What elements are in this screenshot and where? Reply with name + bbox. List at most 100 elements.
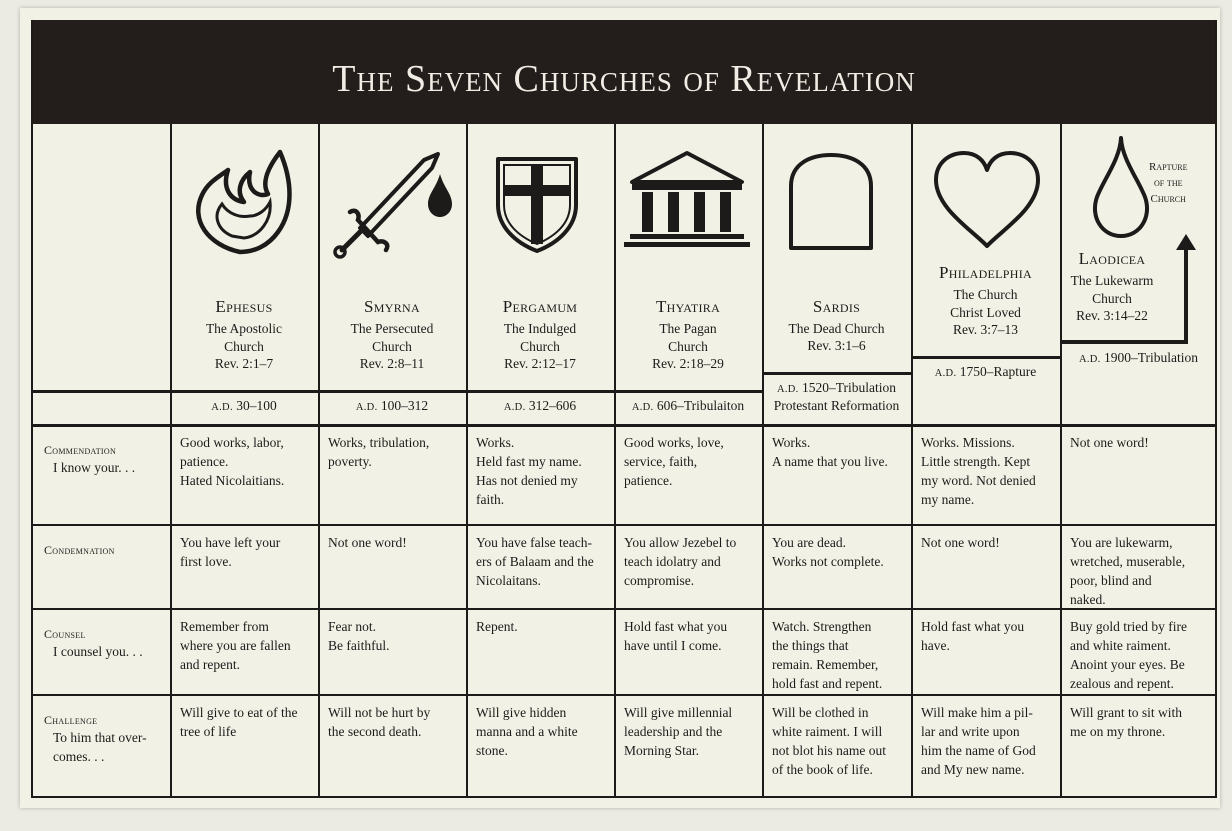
era-abbrev: A.D. [776, 384, 799, 395]
cell-line: white raiment. I will [772, 723, 883, 739]
cell-line: not blot his name out [772, 742, 886, 758]
cell-line: poor, blind and [1070, 572, 1152, 588]
cell-line: Anoint your eyes. Be [1070, 656, 1185, 672]
church-description: Christ Loved [950, 304, 1021, 320]
cell-line: Good works, love, [624, 435, 724, 450]
date-line: A.D. 312–606 [466, 397, 614, 415]
cell-line: stone. [476, 742, 508, 758]
rapture-label: Rapture of the Church [1149, 161, 1188, 205]
cell-line: Morning Star. [624, 742, 700, 758]
table-cell: Not one word! [921, 534, 1056, 553]
cell-line: patience. [180, 453, 229, 469]
cell-line: first love. [180, 553, 232, 569]
cell-line: my name. [921, 491, 975, 507]
cell-line: You have left your [180, 535, 281, 550]
table-border-bottom [31, 796, 1217, 798]
date-text: 100–312 [380, 398, 429, 413]
column-divider [911, 124, 913, 798]
flame-icon [196, 149, 292, 255]
up-arrow-icon [1062, 234, 1196, 344]
cell-line: Not one word! [1070, 435, 1149, 450]
era-abbrev: A.D. [1078, 354, 1101, 365]
date-row-divider [31, 424, 1217, 427]
church-date-range: A.D. 606–Tribulaiton [614, 397, 762, 415]
church-name: Philadelphia [938, 263, 1033, 282]
table-cell: You are lukewarm,wretched, muserable,poo… [1070, 534, 1213, 610]
church-date-range: A.D. 30–100 [170, 397, 318, 415]
date-text: 1520–Tribulation [801, 380, 896, 395]
scripture-reference: Rev. 3:1–6 [807, 338, 866, 354]
cell-line: Will give to eat of the [180, 705, 298, 720]
cell-line: ers of Balaam and the [476, 553, 594, 569]
table-cell: Good works, love,service, faith,patience… [624, 434, 758, 491]
cell-line: You have false teach- [476, 535, 592, 550]
cell-line: Will make him a pil- [921, 705, 1033, 720]
era-abbrev: A.D. [631, 402, 654, 413]
date-line: A.D. 100–312 [318, 397, 466, 415]
cell-line: Works not complete. [772, 553, 884, 569]
header-divider [31, 390, 172, 393]
cell-line: Hold fast what you [921, 619, 1025, 634]
row-title: Commendation [44, 443, 117, 457]
cell-line: You are dead. [772, 535, 846, 550]
cell-line: hold fast and repent. [772, 675, 883, 691]
header-divider [762, 372, 913, 375]
cell-line: wretched, muserable, [1070, 553, 1186, 569]
chart-card [20, 8, 1220, 808]
table-cell: You are dead. Works not complete. [772, 534, 907, 572]
header-divider [614, 390, 764, 393]
row-subtitle: To him that over- [53, 729, 147, 745]
cell-line: Works. [772, 435, 811, 450]
drop-icon [1093, 136, 1149, 238]
scripture-reference: Rev. 2:8–11 [359, 356, 425, 372]
table-cell: You have false teach-ers of Balaam and t… [476, 534, 610, 591]
table-cell: Works.Held fast my name.Has not denied m… [476, 434, 610, 510]
cell-line: Repent. [476, 619, 518, 634]
table-border-left [31, 20, 33, 798]
date-text: 1750–Rapture [959, 364, 1037, 379]
cell-line: Good works, labor, [180, 435, 284, 450]
row-divider [31, 694, 1217, 696]
era-abbrev: A.D. [355, 402, 378, 413]
cell-line: the things that [772, 637, 849, 653]
church-description: Church [224, 338, 264, 354]
table-cell: Will not be hurt by the second death. [328, 704, 462, 742]
title-banner: The Seven Churches of Revelation [31, 20, 1217, 124]
cell-line: Works. [476, 435, 515, 450]
cell-line: Held fast my name. [476, 453, 582, 469]
table-cell: Works, tribulation,poverty. [328, 434, 462, 472]
church-name: Laodicea [1078, 249, 1146, 268]
scripture-reference: Rev. 2:1–7 [214, 356, 274, 372]
table-cell: Not one word! [1070, 434, 1213, 453]
church-description: The Indulged [503, 321, 577, 337]
step-line [762, 372, 764, 390]
church-description: The Pagan [659, 321, 717, 337]
row-title: Counsel [44, 627, 86, 641]
scripture-reference: Rev. 2:18–29 [652, 356, 724, 372]
era-abbrev: A.D. [211, 402, 233, 413]
cell-line: Will not be hurt by [328, 705, 431, 720]
header-divider [466, 390, 616, 393]
date-text: 1900–Tribulation [1103, 350, 1198, 365]
cell-line: naked. [1070, 591, 1106, 607]
column-divider [466, 124, 468, 798]
table-cell: Not one word! [328, 534, 462, 553]
cell-line: have until I come. [624, 637, 722, 653]
cell-line: patience. [624, 472, 673, 488]
cell-line: Hold fast what you [624, 619, 728, 634]
cell-line: the second death. [328, 723, 422, 739]
date-line: A.D. 1900–Tribulation [1060, 349, 1217, 367]
